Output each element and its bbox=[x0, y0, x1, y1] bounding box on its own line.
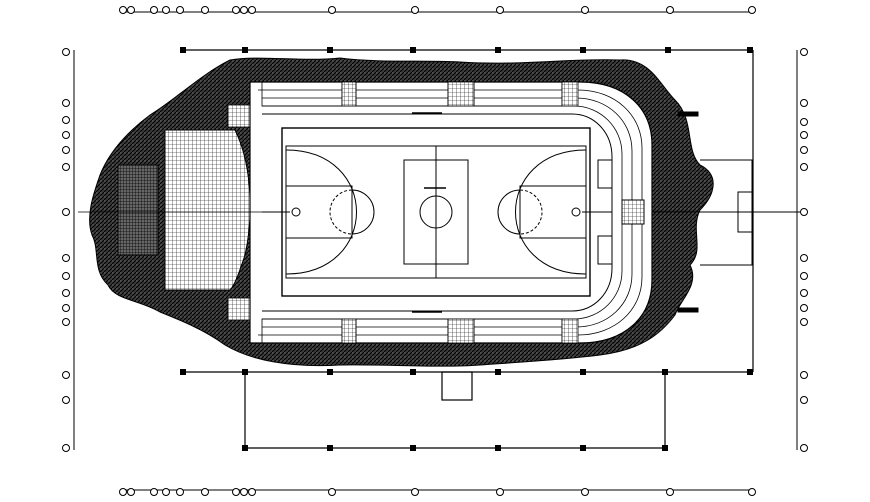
grid-bubble-top-9 bbox=[248, 6, 256, 14]
grid-bubble-left-1 bbox=[62, 48, 70, 56]
grid-bubble-left-5 bbox=[62, 146, 70, 154]
column-2 bbox=[242, 47, 248, 53]
column-9 bbox=[180, 369, 186, 375]
grid-bubble-bottom-10 bbox=[328, 488, 336, 496]
grid-bubble-top-12 bbox=[496, 6, 504, 14]
grid-bubble-left-7 bbox=[62, 208, 70, 216]
grid-bubble-right-13 bbox=[800, 371, 808, 379]
column-6 bbox=[580, 47, 586, 53]
grid-bubble-right-10 bbox=[800, 289, 808, 297]
top-grid-axis bbox=[119, 6, 756, 14]
grid-bubble-left-15 bbox=[62, 444, 70, 452]
grid-bubble-right-1 bbox=[800, 48, 808, 56]
structural-frame bbox=[183, 49, 754, 449]
grid-bubble-bottom-11 bbox=[411, 488, 419, 496]
grid-bubble-bottom-4 bbox=[162, 488, 170, 496]
column-18 bbox=[327, 445, 333, 451]
column-22 bbox=[662, 445, 668, 451]
grid-bubble-bottom-15 bbox=[748, 488, 756, 496]
grid-bubble-top-4 bbox=[162, 6, 170, 14]
grid-bubble-bottom-7 bbox=[232, 488, 240, 496]
grid-bubble-right-12 bbox=[800, 318, 808, 326]
column-16 bbox=[747, 369, 753, 375]
column-7 bbox=[665, 47, 671, 53]
sw-stair bbox=[227, 297, 251, 321]
grid-bubble-right-6 bbox=[800, 163, 808, 171]
grid-bubble-bottom-9 bbox=[248, 488, 256, 496]
grid-bubble-left-12 bbox=[62, 318, 70, 326]
grid-bubble-left-9 bbox=[62, 272, 70, 280]
column-3 bbox=[327, 47, 333, 53]
north-bleachers bbox=[261, 81, 579, 107]
grid-bubble-left-4 bbox=[62, 131, 70, 139]
west-seating-grid bbox=[164, 129, 251, 291]
right-grid-axis bbox=[796, 48, 808, 452]
grid-bubble-left-2 bbox=[62, 99, 70, 107]
grid-bubble-left-11 bbox=[62, 304, 70, 312]
grid-bubble-top-11 bbox=[411, 6, 419, 14]
grid-bubble-right-9 bbox=[800, 272, 808, 280]
grid-bubble-bottom-13 bbox=[581, 488, 589, 496]
column-4 bbox=[410, 47, 416, 53]
grid-bubble-top-7 bbox=[232, 6, 240, 14]
grid-bubble-right-15 bbox=[800, 444, 808, 452]
column-8 bbox=[747, 47, 753, 53]
column-15 bbox=[662, 369, 668, 375]
column-11 bbox=[327, 369, 333, 375]
grid-bubble-right-2 bbox=[800, 99, 808, 107]
structural-columns bbox=[180, 47, 753, 451]
grid-bubble-top-3 bbox=[150, 6, 158, 14]
grid-bubble-right-11 bbox=[800, 304, 808, 312]
column-5 bbox=[495, 47, 501, 53]
court-tags bbox=[412, 112, 446, 313]
column-10 bbox=[242, 369, 248, 375]
column-20 bbox=[495, 445, 501, 451]
grid-bubble-left-14 bbox=[62, 396, 70, 404]
grid-bubble-bottom-1 bbox=[119, 488, 127, 496]
column-17 bbox=[242, 445, 248, 451]
grid-bubble-left-13 bbox=[62, 371, 70, 379]
grid-bubble-top-14 bbox=[666, 6, 674, 14]
grid-bubble-left-6 bbox=[62, 163, 70, 171]
grid-bubble-top-13 bbox=[581, 6, 589, 14]
grid-bubble-left-3 bbox=[62, 116, 70, 124]
grid-bubble-right-5 bbox=[800, 146, 808, 154]
grid-bubble-bottom-6 bbox=[201, 488, 209, 496]
left-grid-axis bbox=[62, 48, 75, 452]
grid-bubble-right-7 bbox=[800, 208, 808, 216]
bottom-grid-axis bbox=[119, 488, 756, 496]
column-12 bbox=[410, 369, 416, 375]
grid-bubble-top-2 bbox=[127, 6, 135, 14]
grid-bubble-bottom-12 bbox=[496, 488, 504, 496]
grid-bubble-top-5 bbox=[176, 6, 184, 14]
column-13 bbox=[495, 369, 501, 375]
grid-bubble-top-15 bbox=[748, 6, 756, 14]
grid-bubble-bottom-8 bbox=[240, 488, 248, 496]
grid-bubble-right-4 bbox=[800, 131, 808, 139]
grid-bubble-top-8 bbox=[240, 6, 248, 14]
west-stair-block bbox=[117, 164, 159, 256]
grid-bubble-top-6 bbox=[201, 6, 209, 14]
grid-bubble-right-3 bbox=[800, 118, 808, 126]
east-entrance bbox=[597, 111, 800, 313]
grid-bubble-bottom-5 bbox=[176, 488, 184, 496]
column-14 bbox=[580, 369, 586, 375]
grid-bubble-bottom-3 bbox=[150, 488, 158, 496]
grid-bubble-bottom-2 bbox=[127, 488, 135, 496]
grid-bubble-right-8 bbox=[800, 254, 808, 262]
grid-bubble-left-8 bbox=[62, 254, 70, 262]
basketball-court bbox=[262, 127, 612, 297]
grid-bubble-top-1 bbox=[119, 6, 127, 14]
column-1 bbox=[180, 47, 186, 53]
grid-bubble-left-10 bbox=[62, 289, 70, 297]
nw-stair bbox=[227, 104, 251, 128]
south-bleachers bbox=[261, 318, 579, 344]
grid-bubble-bottom-14 bbox=[666, 488, 674, 496]
grid-bubble-right-14 bbox=[800, 396, 808, 404]
column-19 bbox=[410, 445, 416, 451]
grid-bubble-top-10 bbox=[328, 6, 336, 14]
column-21 bbox=[580, 445, 586, 451]
